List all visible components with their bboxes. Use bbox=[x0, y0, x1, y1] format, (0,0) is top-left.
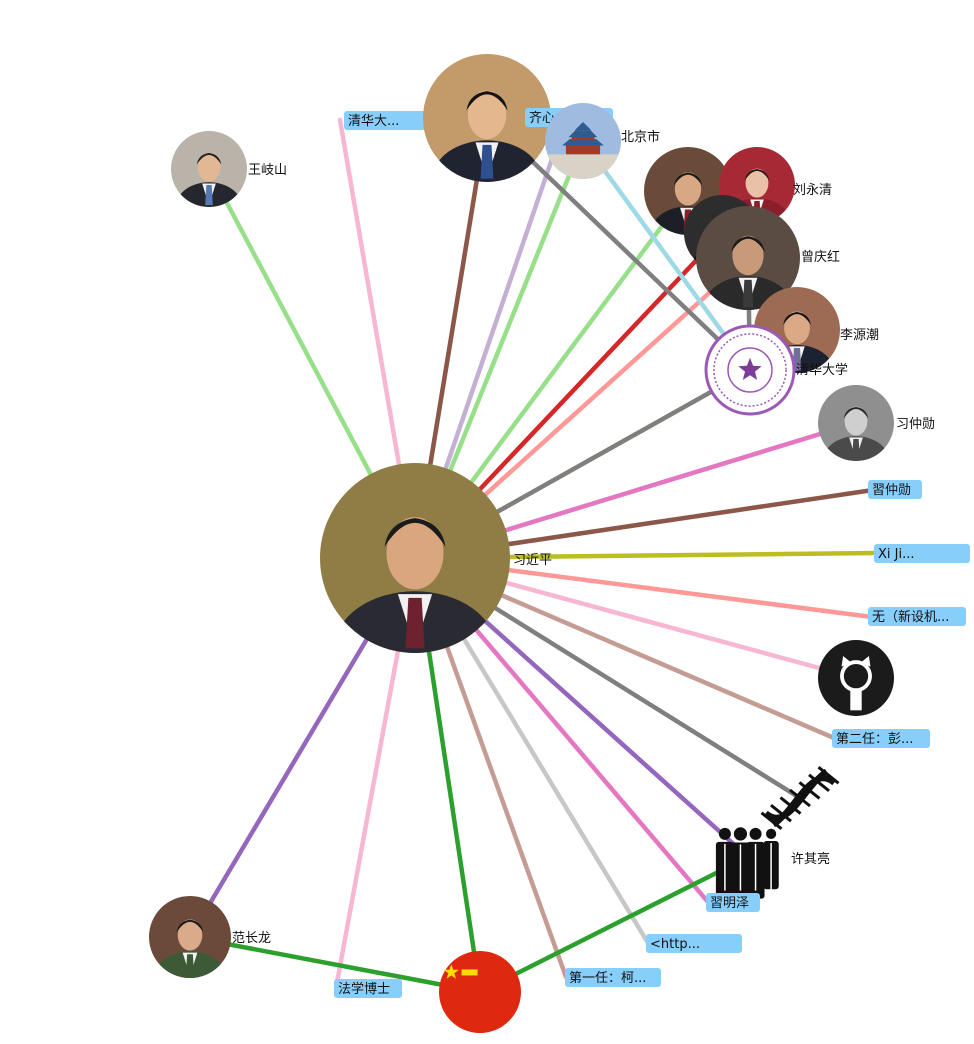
node-xizhongxun[interactable]: 习仲勋 bbox=[818, 385, 935, 482]
node-family[interactable]: 许其亮 bbox=[715, 827, 830, 905]
chip-http[interactable] bbox=[646, 934, 742, 953]
chip-xijinping_en[interactable] bbox=[874, 544, 970, 563]
node-label: 北京市 bbox=[621, 129, 660, 145]
chip-label: <http... bbox=[650, 937, 700, 952]
node-label: 王岐山 bbox=[248, 163, 287, 178]
chip-xizhongxun2[interactable] bbox=[868, 480, 922, 499]
person-photo-icon bbox=[818, 385, 894, 461]
node-beijing[interactable]: 北京市 bbox=[545, 103, 660, 192]
chip-label: 法学博士 bbox=[338, 981, 390, 997]
node-fanchanglong[interactable]: 范长龙 bbox=[149, 896, 271, 1001]
chip-ximingze[interactable] bbox=[706, 893, 760, 912]
chip-qinghua_chip[interactable] bbox=[344, 111, 434, 130]
node-xijinping[interactable]: 习近平 bbox=[320, 463, 552, 705]
github-icon bbox=[818, 640, 894, 716]
person-photo-icon bbox=[171, 131, 247, 207]
family-icon bbox=[715, 827, 779, 905]
node-label: 习仲勋 bbox=[896, 417, 935, 432]
chip-label: 清华大... bbox=[348, 114, 399, 129]
edge-family-china bbox=[477, 854, 751, 995]
node-ximingze[interactable]: 習明泽 bbox=[706, 893, 760, 912]
chip-dierren[interactable] bbox=[832, 729, 930, 748]
node-github[interactable] bbox=[818, 640, 894, 716]
person-photo-icon bbox=[696, 206, 800, 310]
chip-label: 第二任：彭... bbox=[836, 732, 913, 747]
node-label: 刘永清 bbox=[793, 183, 832, 198]
chip-label: 習仲勋 bbox=[872, 483, 911, 498]
dna-icon bbox=[760, 766, 840, 830]
node-qinghua_chip[interactable]: 清华大... bbox=[344, 111, 434, 130]
node-layer: 习近平王岐山清华大...齐心（母）...北京市张德江刘永清韩正曾庆红李源潮清华大… bbox=[149, 54, 970, 1033]
person-photo-icon bbox=[320, 463, 510, 653]
node-dierren[interactable]: 第二任：彭... bbox=[832, 729, 930, 748]
chip-label: 第一任：柯... bbox=[569, 971, 646, 986]
node-zengqinghong[interactable]: 曾庆红 bbox=[696, 206, 840, 339]
person-photo-icon bbox=[149, 896, 231, 978]
node-xizhongxun2[interactable]: 習仲勋 bbox=[868, 480, 922, 499]
node-diyiren[interactable]: 第一任：柯... bbox=[565, 968, 661, 987]
node-label: 曾庆红 bbox=[801, 249, 840, 265]
chip-label: 習明泽 bbox=[710, 896, 749, 911]
edge-fanchanglong-china bbox=[187, 934, 483, 995]
node-label: 许其亮 bbox=[791, 851, 830, 867]
node-http[interactable]: <http... bbox=[646, 934, 742, 953]
chip-faxue[interactable] bbox=[334, 979, 402, 998]
node-tsinghua[interactable]: 清华大学 bbox=[704, 324, 848, 416]
edge-beijing-tsinghua bbox=[580, 138, 753, 373]
chip-wuxinshe[interactable] bbox=[868, 607, 966, 626]
node-hujintao[interactable] bbox=[423, 54, 551, 217]
node-faxue[interactable]: 法学博士 bbox=[334, 979, 402, 998]
node-label: 清华大学 bbox=[796, 362, 848, 378]
chip-label: 无（新设机... bbox=[872, 609, 949, 625]
node-dna[interactable] bbox=[760, 766, 840, 830]
node-label: 习近平 bbox=[513, 553, 552, 568]
china-flag-icon bbox=[439, 951, 521, 1033]
node-label: 范长龙 bbox=[232, 931, 271, 946]
chip-label: Xi Ji... bbox=[878, 547, 915, 562]
node-xijinping_en[interactable]: Xi Ji... bbox=[874, 544, 970, 563]
node-wuxinshe[interactable]: 无（新设机... bbox=[868, 607, 966, 626]
node-label: 李源潮 bbox=[840, 328, 879, 343]
node-wangqishan[interactable]: 王岐山 bbox=[171, 131, 287, 228]
chip-diyiren[interactable] bbox=[565, 968, 661, 987]
person-photo-icon bbox=[423, 54, 551, 182]
node-china[interactable] bbox=[439, 951, 521, 1033]
university-seal-icon bbox=[704, 324, 796, 416]
